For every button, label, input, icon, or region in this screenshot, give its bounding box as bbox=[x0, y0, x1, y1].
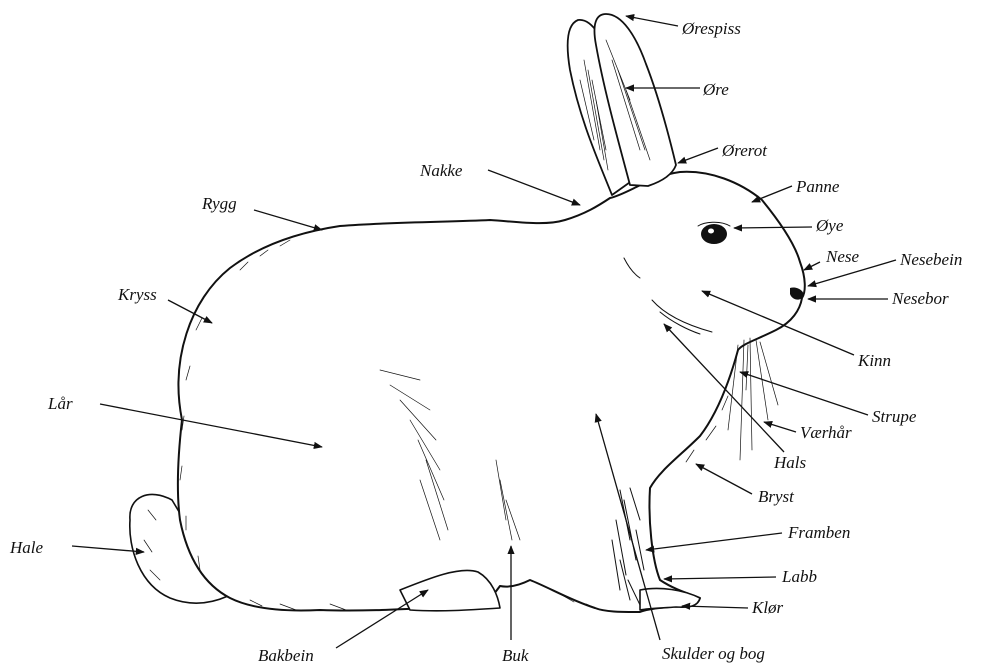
label-nesebein: Nesebein bbox=[899, 250, 962, 269]
label-nesebor: Nesebor bbox=[891, 289, 949, 308]
arrow-orerot bbox=[678, 148, 718, 163]
label-nese: Nese bbox=[825, 247, 860, 266]
label-buk: Buk bbox=[502, 646, 529, 663]
label-varhar: Værhår bbox=[800, 423, 852, 442]
label-nakke: Nakke bbox=[419, 161, 463, 180]
label-kryss: Kryss bbox=[117, 285, 157, 304]
label-framben: Framben bbox=[787, 523, 850, 542]
arrow-framben bbox=[646, 533, 782, 550]
label-ore: Øre bbox=[702, 80, 729, 99]
label-bryst: Bryst bbox=[758, 487, 795, 506]
arrow-strupe bbox=[740, 372, 868, 415]
arrow-panne bbox=[752, 186, 792, 202]
label-skulder: Skulder og bog bbox=[662, 644, 765, 663]
arrow-rygg bbox=[254, 210, 322, 230]
arrow-labb bbox=[664, 577, 776, 579]
arrow-orespiss bbox=[626, 16, 678, 26]
label-kinn: Kinn bbox=[857, 351, 891, 370]
label-oye: Øye bbox=[815, 216, 844, 235]
eye-shape bbox=[701, 224, 727, 244]
label-lar: Lår bbox=[47, 394, 73, 413]
arrow-nese bbox=[804, 262, 820, 270]
label-strupe: Strupe bbox=[872, 407, 917, 426]
arrow-nakke bbox=[488, 170, 580, 205]
label-rygg: Rygg bbox=[201, 194, 237, 213]
label-panne: Panne bbox=[795, 177, 840, 196]
arrow-varhar bbox=[764, 422, 796, 432]
label-hale: Hale bbox=[9, 538, 44, 557]
label-orespiss: Ørespiss bbox=[681, 19, 741, 38]
arrow-bryst bbox=[696, 464, 752, 494]
label-klor: Klør bbox=[751, 598, 784, 617]
label-hals: Hals bbox=[773, 453, 807, 472]
label-labb: Labb bbox=[781, 567, 817, 586]
rabbit-illustration bbox=[130, 14, 805, 612]
label-orerot: Ørerot bbox=[721, 141, 768, 160]
label-bakbein: Bakbein bbox=[258, 646, 314, 663]
arrow-klor bbox=[682, 606, 748, 608]
